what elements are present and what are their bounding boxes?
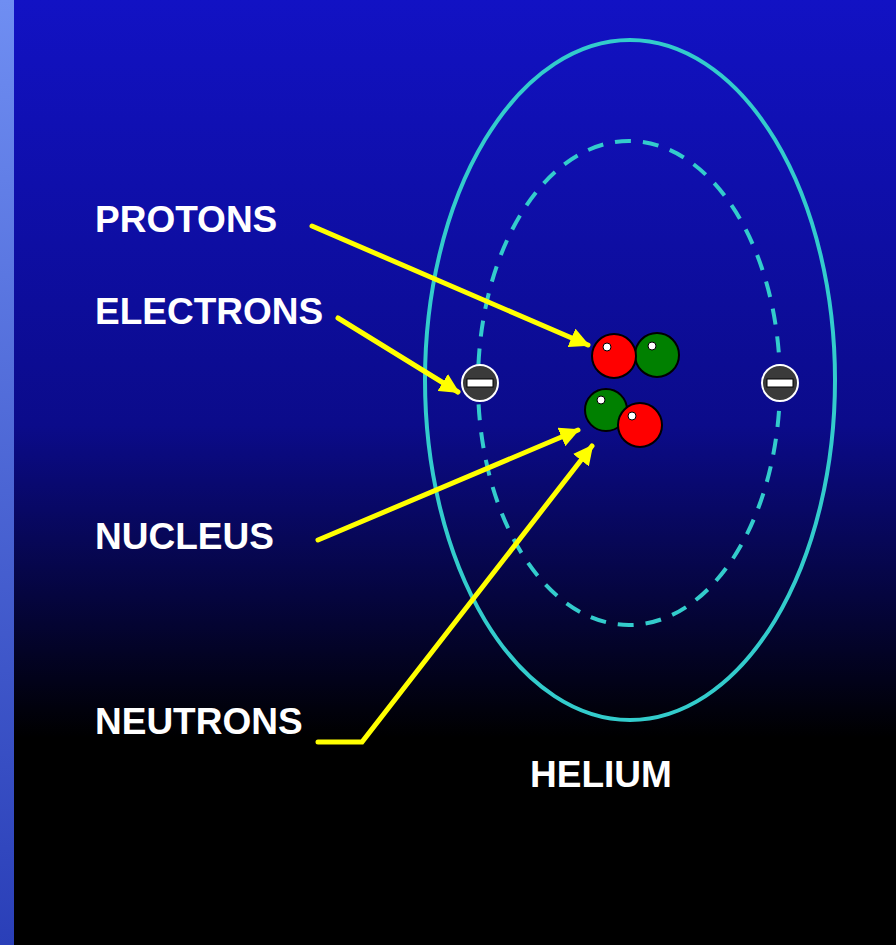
proton xyxy=(618,403,662,447)
part-label: NUCLEUS xyxy=(95,517,274,558)
slide-border xyxy=(0,0,14,945)
electron xyxy=(762,365,798,401)
electron xyxy=(462,365,498,401)
proton xyxy=(592,334,636,378)
leader-arrow xyxy=(338,318,458,392)
part-label: PROTONS xyxy=(95,200,277,241)
leader-arrow xyxy=(318,430,578,540)
outer-orbit xyxy=(425,40,835,720)
part-label: NEUTRONS xyxy=(95,702,303,743)
nucleus xyxy=(585,333,679,447)
part-label: ELECTRONS xyxy=(95,292,323,333)
neutron xyxy=(635,333,679,377)
atom-name: HELIUM xyxy=(530,755,672,796)
leader-arrows xyxy=(312,226,592,742)
inner-orbit xyxy=(478,141,780,625)
leader-arrow xyxy=(318,446,592,742)
